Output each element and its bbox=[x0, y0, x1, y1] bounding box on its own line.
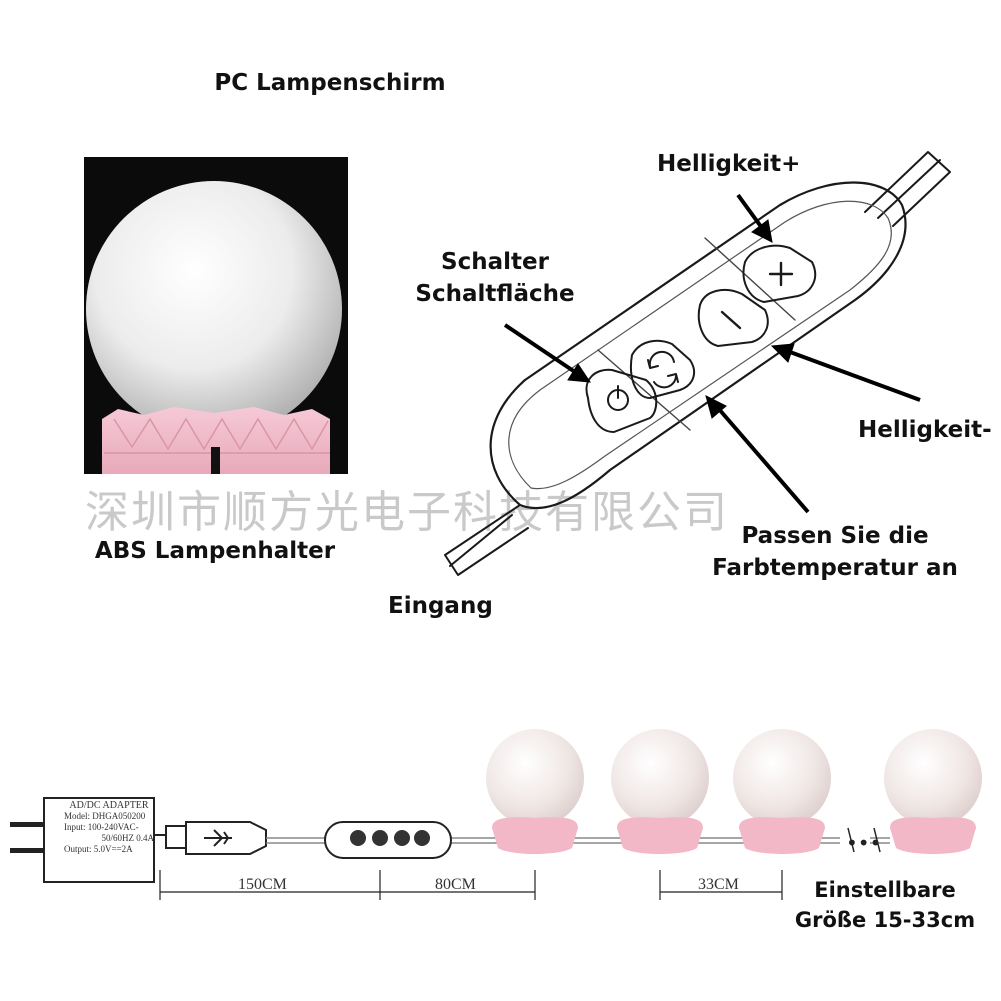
label-input: Eingang bbox=[388, 593, 493, 619]
power-button[interactable] bbox=[585, 368, 658, 433]
brightness-minus-button[interactable] bbox=[697, 289, 769, 347]
dim-label-80: 80CM bbox=[435, 876, 476, 893]
bulb-photo bbox=[84, 157, 348, 474]
watermark: 深圳市顺方光电子科技有限公司 bbox=[85, 487, 729, 538]
adapter-label: AD/DC ADAPTER Model: DHGA050200 Input: 1… bbox=[64, 800, 154, 855]
adapter-output: Output: 5.0V==2A bbox=[64, 844, 133, 854]
adapter-model: Model: DHGA050200 bbox=[64, 811, 146, 821]
label-switch-line1: Schalter bbox=[441, 249, 549, 275]
color-temp-button[interactable] bbox=[630, 339, 696, 399]
adapter-title: AD/DC ADAPTER bbox=[69, 800, 149, 811]
dim-label-150: 150CM bbox=[238, 876, 287, 893]
bulb-2 bbox=[611, 729, 709, 854]
bulb-4 bbox=[884, 729, 982, 854]
bulb-3 bbox=[733, 729, 831, 854]
label-pc-shade: PC Lampenschirm bbox=[214, 70, 446, 96]
label-color-temp-line2: Farbtemperatur an bbox=[712, 555, 958, 581]
adapter-freq: 50/60HZ 0.4A bbox=[101, 833, 155, 843]
adapter-input: Input: 100-240VAC- bbox=[64, 822, 139, 832]
bulb-1 bbox=[486, 729, 584, 854]
label-adjustable-line2: Größe 15-33cm bbox=[794, 908, 976, 932]
label-adjustable-line1: Einstellbare bbox=[814, 878, 956, 902]
inline-controller bbox=[324, 821, 452, 859]
label-color-temp-line1: Passen Sie die bbox=[741, 523, 929, 549]
label-switch-line2: Schaltfläche bbox=[415, 281, 575, 307]
label-brightness-minus: Helligkeit- bbox=[858, 417, 992, 443]
bulb-photo-graphic bbox=[86, 181, 342, 474]
arrow-switch bbox=[503, 323, 577, 374]
brightness-plus-button[interactable] bbox=[742, 244, 817, 303]
base-slot bbox=[211, 447, 220, 474]
label-brightness-plus: Helligkeit+ bbox=[657, 151, 801, 177]
shade-globe bbox=[86, 181, 342, 437]
label-abs-holder: ABS Lampenhalter bbox=[94, 538, 336, 564]
controller-body bbox=[489, 181, 907, 510]
arrow-brightness-minus bbox=[789, 350, 921, 402]
power-adapter bbox=[10, 797, 166, 883]
lamp-holder-base bbox=[102, 407, 330, 474]
dim-label-33: 33CM bbox=[698, 876, 739, 893]
arrow-brightness-plus bbox=[736, 193, 764, 230]
usb-plug bbox=[165, 821, 267, 855]
arrow-color-temp bbox=[716, 406, 810, 514]
